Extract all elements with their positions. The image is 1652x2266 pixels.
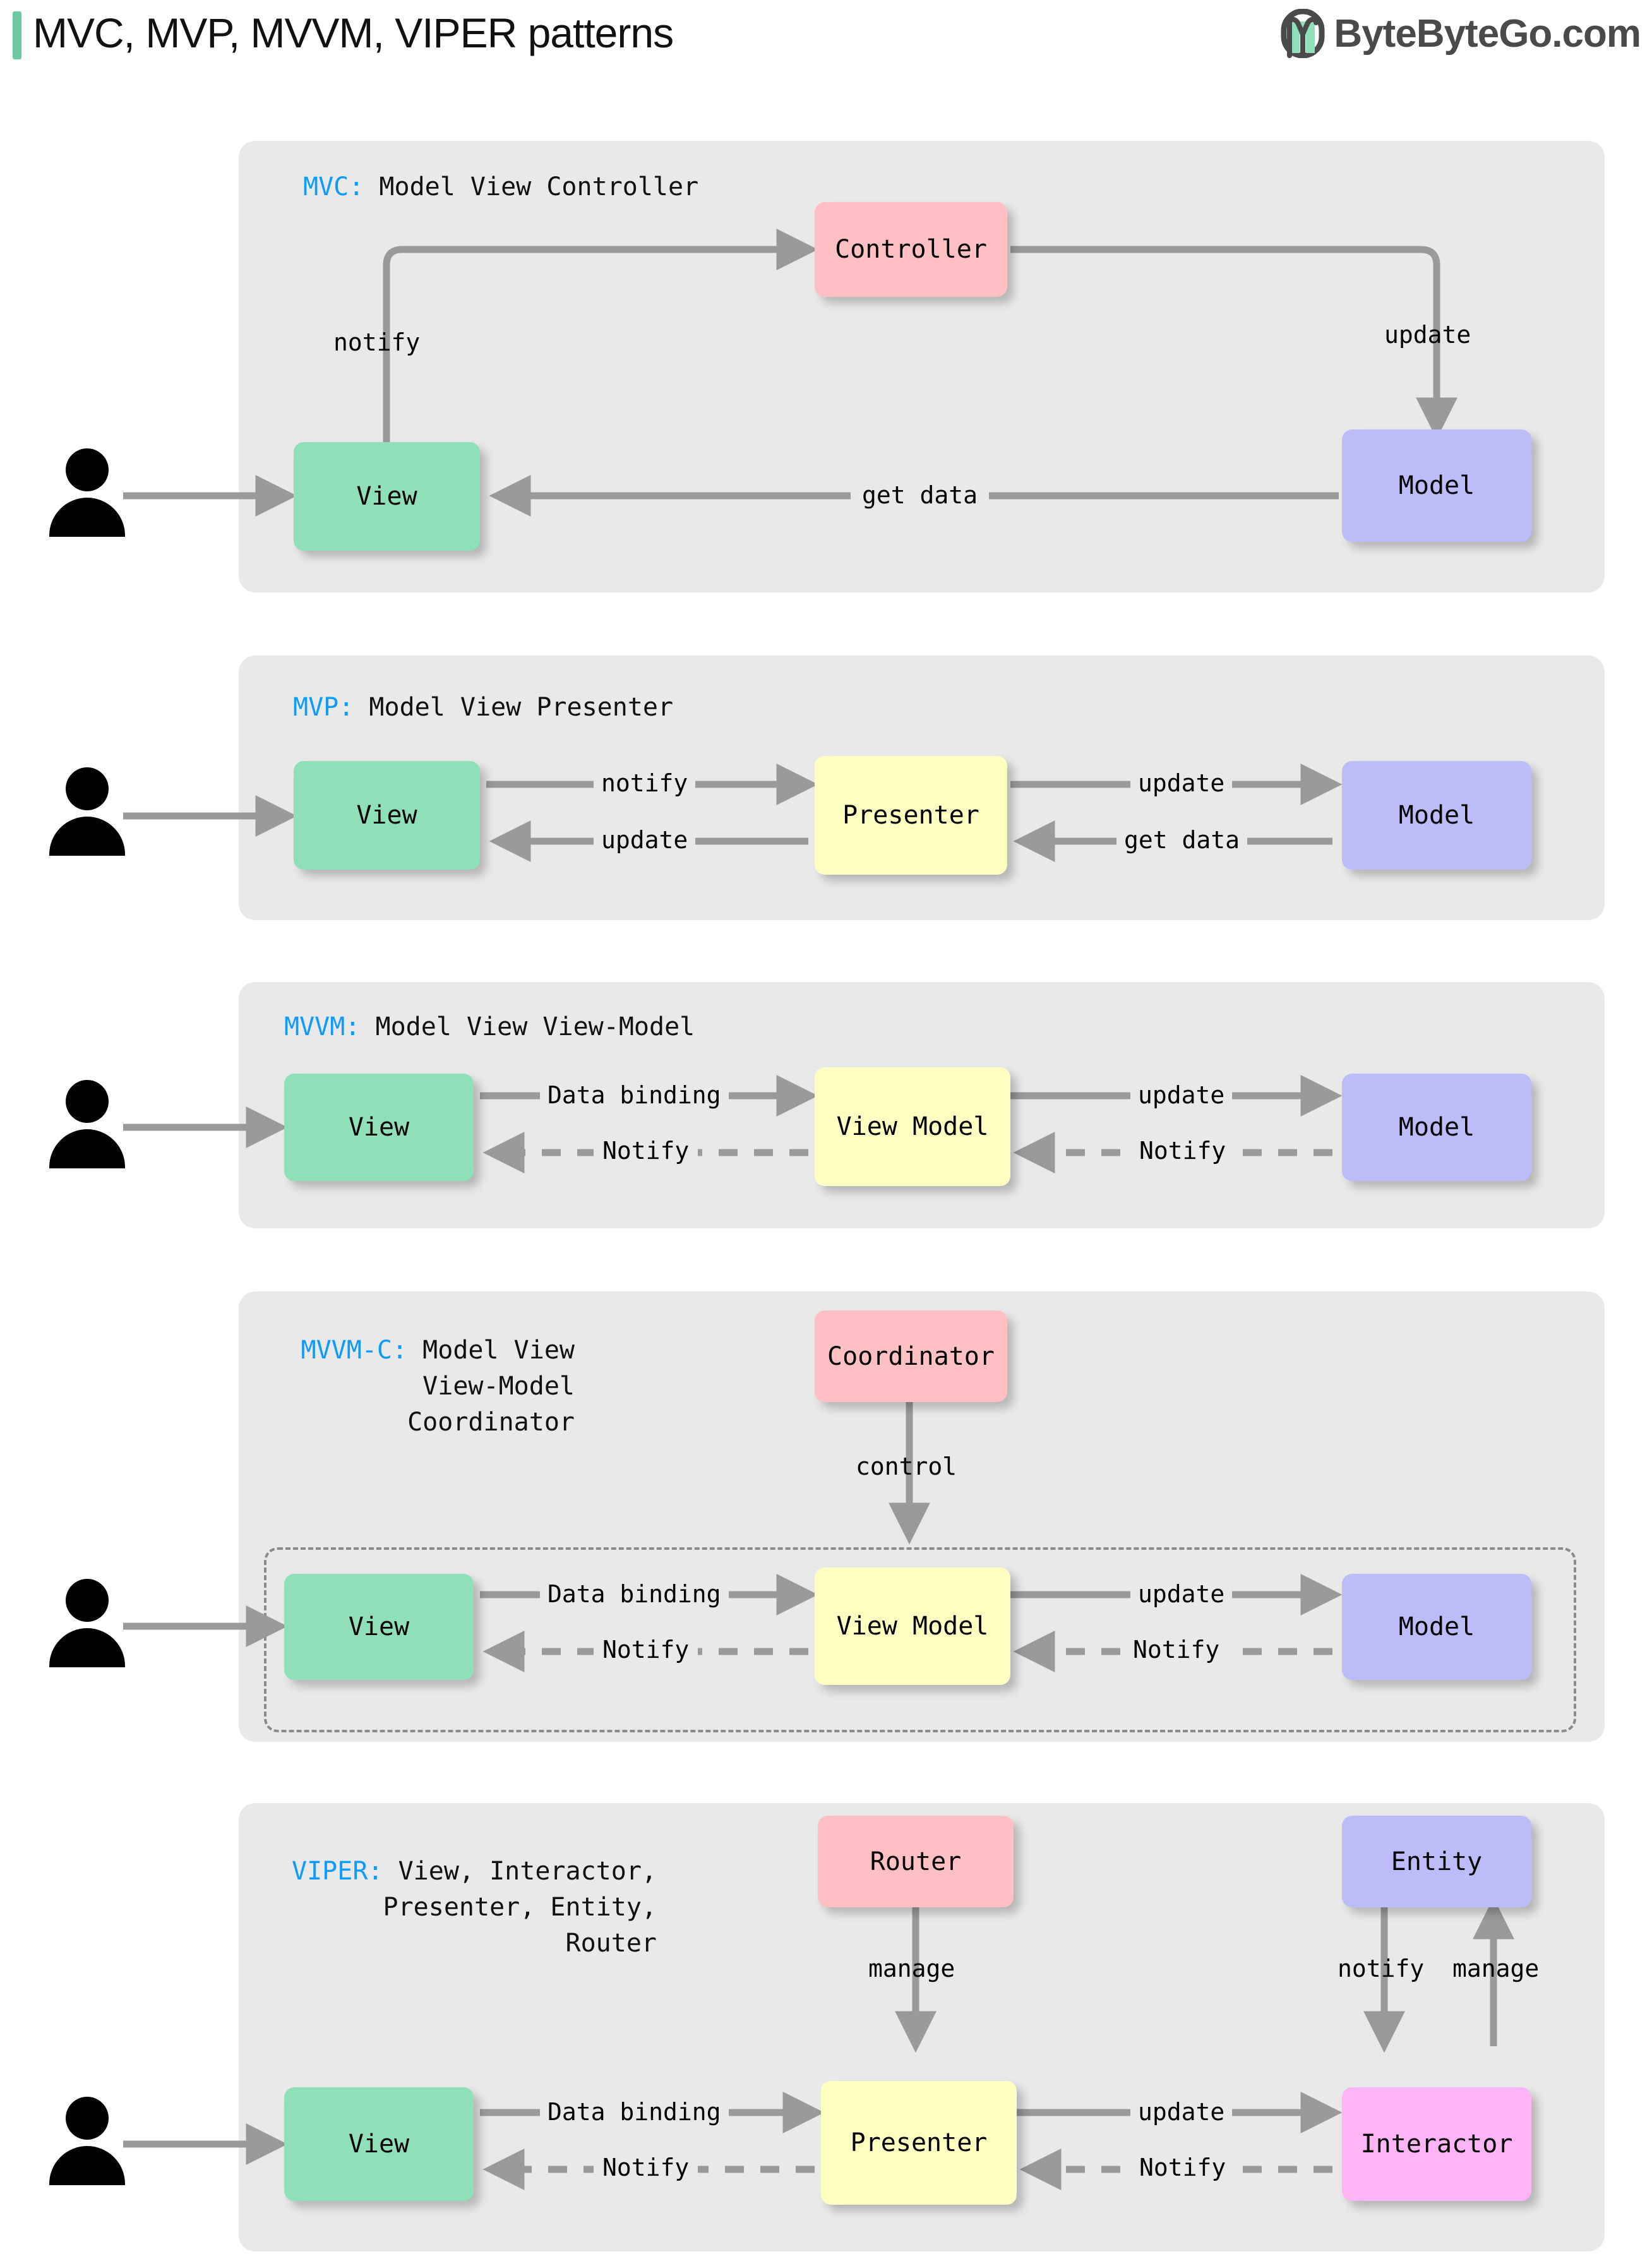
edge-label-viper-notify-p-v: Notify	[594, 2154, 698, 2181]
edge-label-mvc-notify: notify	[333, 328, 421, 356]
bytebytego-mark-icon	[1281, 8, 1325, 59]
user-icon-viper	[49, 2097, 125, 2185]
node-presenter-viper[interactable]: Presenter	[821, 2081, 1017, 2205]
edge-label-mvvm-databinding: Data binding	[540, 1081, 729, 1109]
node-interactor-viper[interactable]: Interactor	[1342, 2087, 1531, 2201]
node-router-viper[interactable]: Router	[818, 1816, 1014, 1907]
user-body	[49, 498, 125, 537]
user-head	[66, 1579, 109, 1622]
edge-label-mvvmc-update: update	[1130, 1580, 1233, 1608]
user-icon-mvvm	[49, 1080, 125, 1168]
user-body	[49, 817, 125, 856]
section-expansion-viper-l2: Presenter, Entity,	[383, 1893, 657, 1922]
node-model-mvc[interactable]: Model	[1342, 429, 1531, 542]
section-abbr-mvvmc: MVVM-C:	[301, 1336, 408, 1365]
brand-logo: ByteByteGo.com	[1281, 8, 1641, 59]
edge-label-mvp-notify: notify	[594, 769, 696, 797]
user-body	[49, 2146, 125, 2185]
edge-label-mvvmc-notify-m-vm: Notify	[1124, 1636, 1229, 1664]
edge-label-mvp-getdata: get data	[1116, 826, 1248, 854]
user-body	[49, 1129, 125, 1168]
node-viewmodel-mvvmc[interactable]: View Model	[815, 1568, 1010, 1685]
user-body	[49, 1628, 125, 1667]
section-expansion-mvvmc-l3: Coordinator	[407, 1408, 575, 1437]
node-view-mvvm[interactable]: View	[284, 1074, 474, 1181]
user-head	[66, 767, 109, 810]
title-accent-bar	[13, 11, 21, 59]
edge-label-viper-manage-entity: manage	[1452, 1955, 1540, 1982]
section-title-viper: VIPER: View, Interactor, Presenter, Entit…	[278, 1854, 657, 1962]
node-presenter-mvp[interactable]: Presenter	[815, 756, 1007, 875]
edge-label-viper-databinding: Data binding	[540, 2098, 729, 2126]
edge-label-mvc-update: update	[1384, 321, 1471, 349]
node-controller-mvc[interactable]: Controller	[815, 202, 1007, 297]
edge-label-mvc-getdata: get data	[851, 481, 990, 509]
user-icon-mvvmc	[49, 1579, 125, 1667]
edge-label-mvvm-notify-vm-v: Notify	[594, 1137, 698, 1165]
section-abbr-mvvm: MVVM:	[284, 1012, 361, 1041]
node-model-mvvmc[interactable]: Model	[1342, 1574, 1531, 1680]
section-title-mvp: MVP: Model View Presenter	[293, 690, 673, 726]
user-head	[66, 448, 109, 491]
edge-label-mvvmc-control: control	[856, 1453, 957, 1480]
node-viewmodel-mvvm[interactable]: View Model	[815, 1067, 1010, 1186]
edge-label-mvvm-notify-m-vm: Notify	[1130, 1137, 1235, 1165]
edge-label-mvvmc-databinding: Data binding	[540, 1580, 729, 1608]
node-model-mvvm[interactable]: Model	[1342, 1074, 1531, 1181]
page-title: MVC, MVP, MVVM, VIPER patterns	[33, 9, 674, 56]
node-view-viper[interactable]: View	[284, 2087, 474, 2201]
edge-label-mvp-update: update	[1130, 769, 1233, 797]
node-entity-viper[interactable]: Entity	[1342, 1816, 1531, 1907]
section-expansion-mvvmc-l2: View-Model	[422, 1372, 575, 1401]
node-view-mvp[interactable]: View	[294, 761, 480, 870]
user-head	[66, 1080, 109, 1123]
edge-label-mvvm-update: update	[1130, 1081, 1233, 1109]
edge-label-viper-notify-entity: notify	[1338, 1955, 1425, 1982]
section-title-mvvm: MVVM: Model View View-Model	[284, 1009, 695, 1045]
section-abbr-viper: VIPER:	[292, 1857, 383, 1886]
node-view-mvvmc[interactable]: View	[284, 1574, 474, 1680]
edge-label-viper-manage-router: manage	[868, 1955, 955, 1982]
edge-label-viper-update: update	[1130, 2098, 1233, 2126]
user-head	[66, 2097, 109, 2140]
edge-label-mvp-update-back: update	[594, 826, 696, 854]
section-expansion-mvp: Model View Presenter	[369, 693, 674, 722]
node-model-mvp[interactable]: Model	[1342, 761, 1531, 870]
user-icon-mvc	[49, 448, 125, 537]
section-expansion-mvc: Model View Controller	[379, 172, 699, 201]
section-expansion-mvvm: Model View View-Model	[375, 1012, 695, 1041]
section-abbr-mvp: MVP:	[293, 693, 354, 722]
section-abbr-mvc: MVC:	[303, 172, 364, 201]
edge-label-mvvmc-notify-vm-v: Notify	[594, 1636, 698, 1664]
section-expansion-viper-l1: View, Interactor,	[398, 1857, 657, 1886]
edge-label-viper-notify-i-p: Notify	[1130, 2154, 1235, 2181]
section-title-mvc: MVC: Model View Controller	[303, 169, 698, 205]
node-view-mvc[interactable]: View	[294, 442, 480, 551]
user-icon-mvp	[49, 767, 125, 856]
section-expansion-mvvmc-l1: Model View	[422, 1336, 575, 1365]
node-coordinator-mvvmc[interactable]: Coordinator	[815, 1310, 1007, 1402]
brand-name: ByteByteGo.com	[1334, 11, 1641, 56]
section-expansion-viper-l3: Router	[565, 1929, 657, 1958]
